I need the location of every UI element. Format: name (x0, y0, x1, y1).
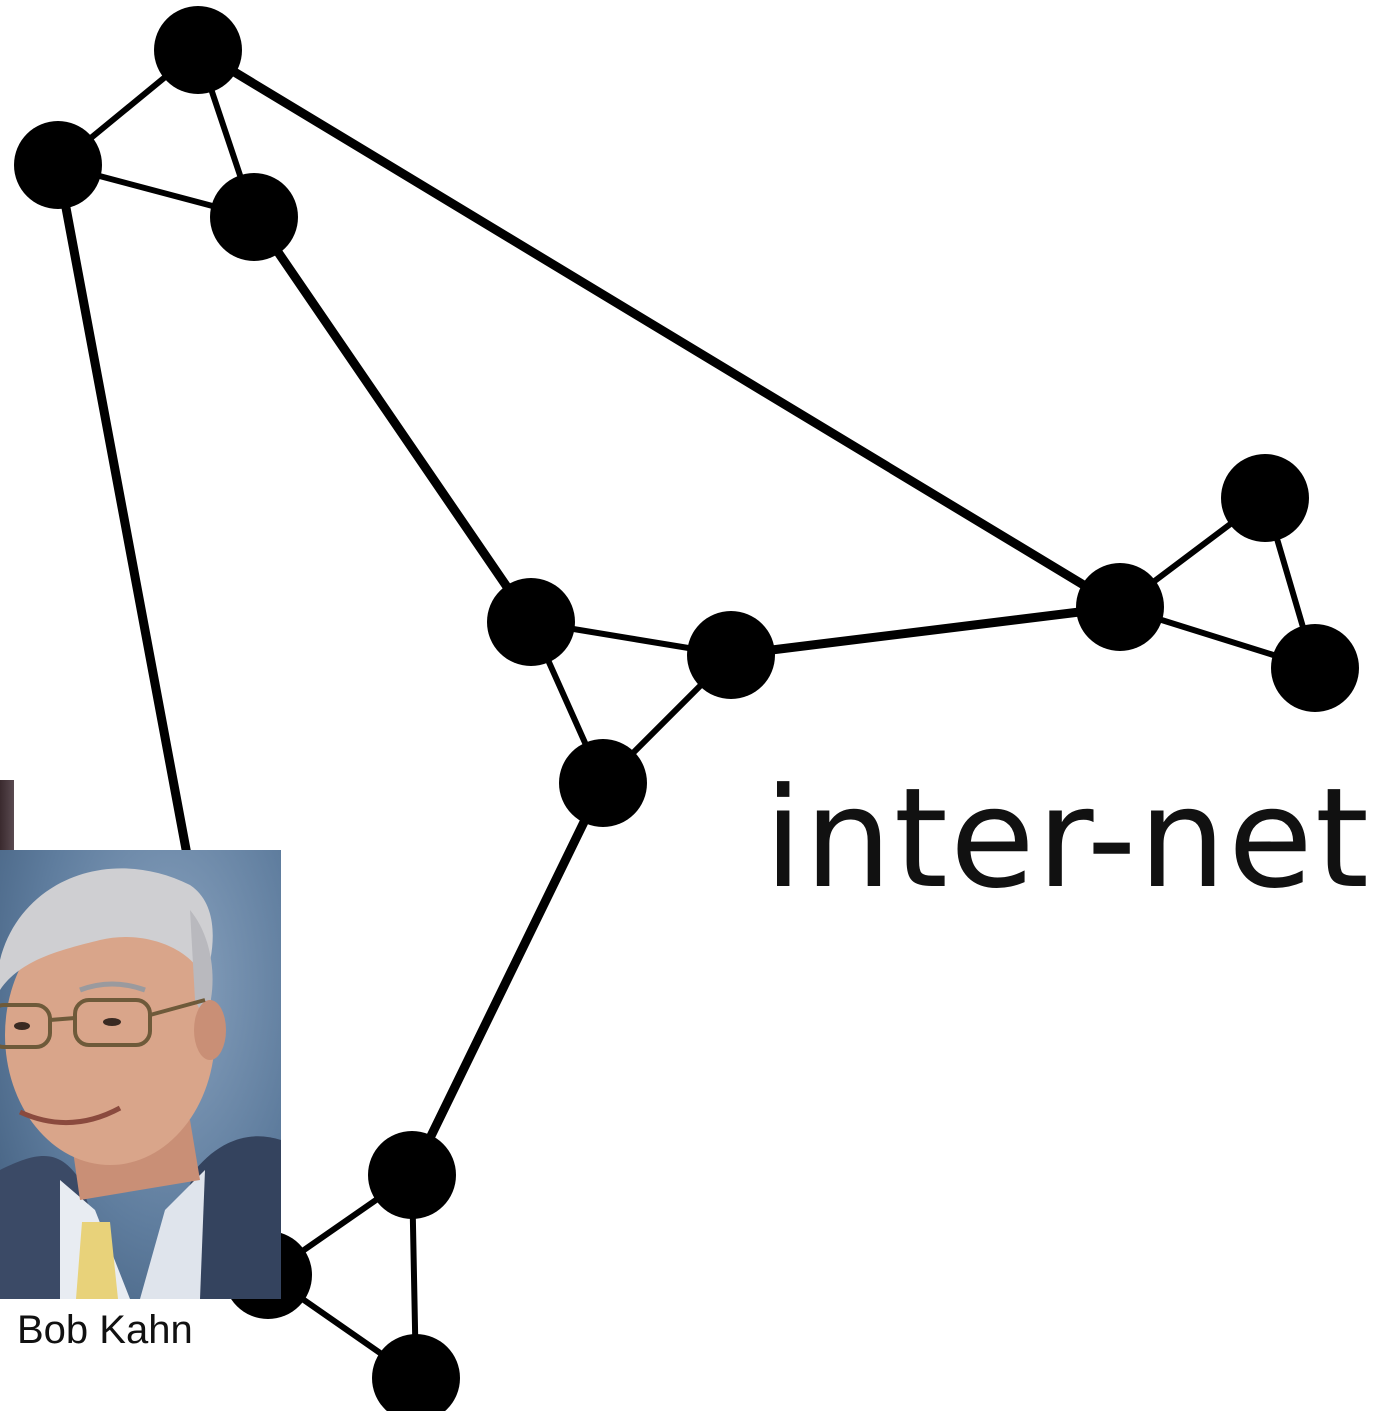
graph-edge (193, 45, 1125, 612)
graph-nodes (14, 6, 1359, 1411)
eye (14, 1022, 30, 1030)
graph-node (1271, 624, 1359, 712)
graph-edge (726, 602, 1125, 660)
graph-edge (249, 212, 536, 627)
graph-node (687, 611, 775, 699)
shirt-collar (140, 1170, 205, 1299)
face (5, 905, 215, 1165)
photo-caption: Bob Kahn (17, 1308, 193, 1352)
graph-edge (407, 778, 608, 1180)
inter-net-label: inter-net (764, 758, 1371, 919)
portrait-illustration (0, 868, 281, 1299)
hair (190, 910, 213, 1020)
eyebrow (79, 981, 146, 993)
graph-node (154, 6, 242, 94)
graph-node (372, 1334, 460, 1411)
mouth (18, 1105, 122, 1126)
graph-node (368, 1131, 456, 1219)
portrait-photo (0, 850, 281, 1299)
ear (194, 1000, 226, 1060)
graph-node (1076, 563, 1164, 651)
image-fragment (0, 780, 14, 850)
tie (76, 1222, 118, 1299)
hair (0, 868, 213, 990)
eye (103, 1018, 121, 1026)
graph-edge (53, 160, 193, 865)
graph-node (487, 578, 575, 666)
graph-node (1221, 454, 1309, 542)
graph-node (14, 121, 102, 209)
graph-node (210, 173, 298, 261)
glasses (0, 998, 206, 1049)
graph-node (559, 739, 647, 827)
